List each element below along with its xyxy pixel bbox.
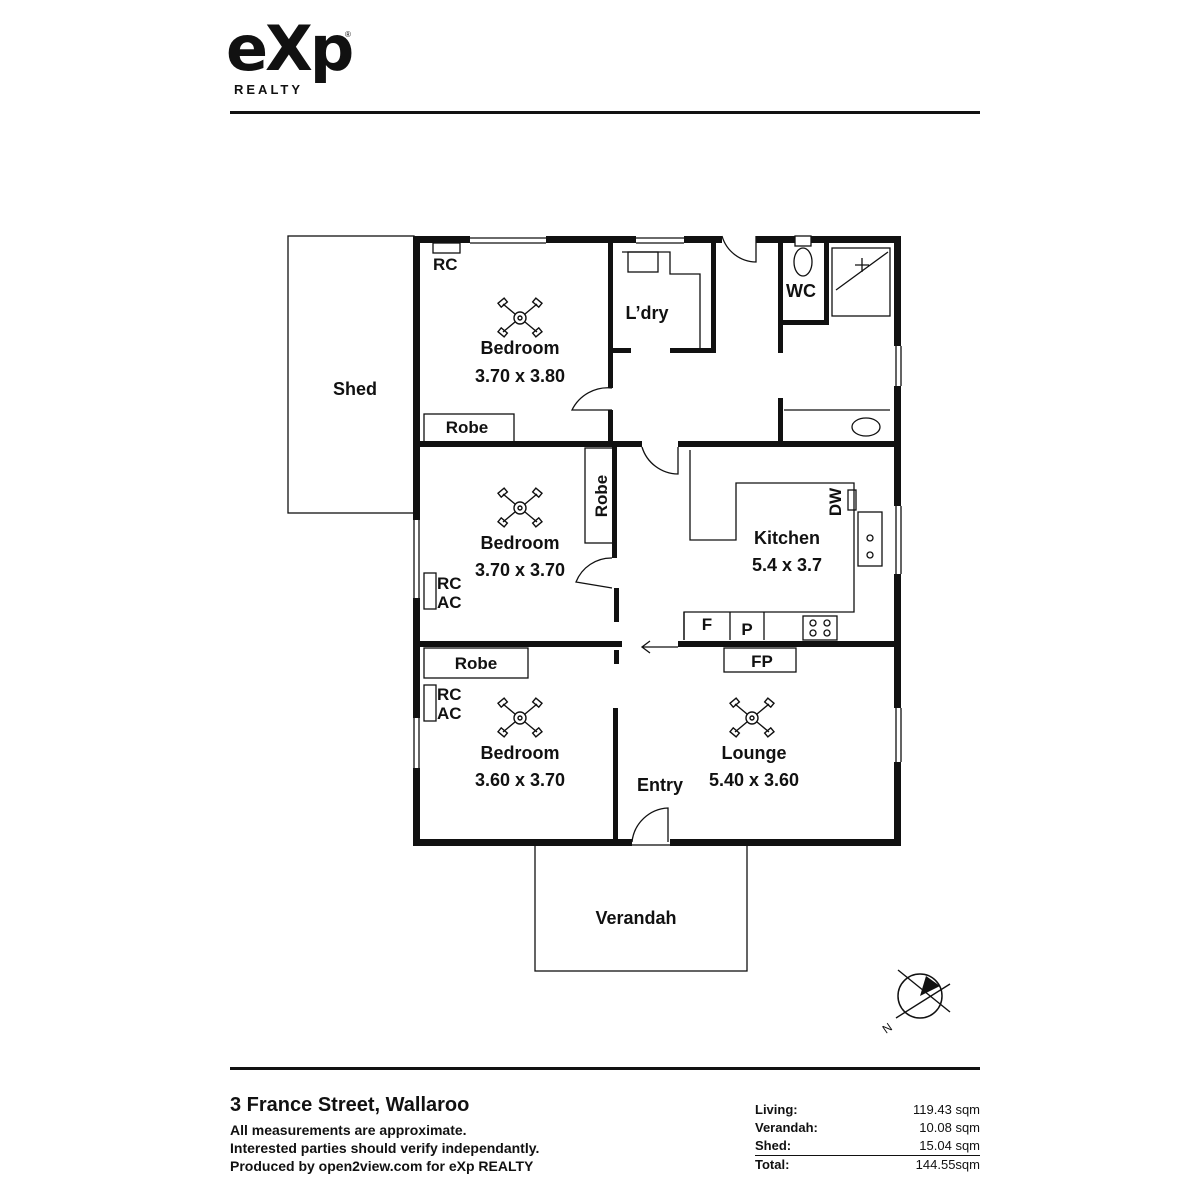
verandah-outline: [534, 844, 748, 972]
kitchen-label: Kitchen: [754, 528, 820, 548]
bedroom3-label: Bedroom: [480, 743, 559, 763]
bedroom1-label: Bedroom: [480, 338, 559, 358]
cooktop: [802, 615, 838, 641]
shed-label: Shed: [333, 379, 377, 399]
logo-wordmark: eXp: [226, 12, 354, 85]
robe-label: Robe: [455, 654, 498, 673]
pantry-label: P: [741, 620, 752, 639]
bedroom1-size: 3.70 x 3.80: [475, 366, 565, 386]
fireplace: [723, 647, 797, 673]
robe-bedroom3: [423, 647, 529, 679]
area-row: Shed: 15.04 sqm: [755, 1137, 980, 1155]
shed-outline: [287, 235, 415, 514]
disclaimer-line: Produced by open2view.com for eXp REALTY: [230, 1158, 534, 1174]
logo-subtitle: REALTY: [234, 82, 304, 97]
area-value: 144.55sqm: [915, 1157, 980, 1172]
kitchen-size: 5.4 x 3.7: [752, 555, 822, 575]
property-address: 3 France Street, Wallaroo: [230, 1094, 470, 1116]
lounge-label: Lounge: [722, 743, 787, 763]
entry-label: Entry: [637, 775, 683, 795]
kitchen-sink: [857, 511, 883, 567]
dishwasher-label: DW: [826, 487, 845, 516]
area-row: Verandah: 10.08 sqm: [755, 1119, 980, 1137]
bedroom2-label: Bedroom: [480, 533, 559, 553]
area-summary-table: Living: 119.43 sqm Verandah: 10.08 sqm S…: [755, 1101, 980, 1174]
north-compass-icon: N: [880, 969, 951, 1036]
rc-label: RC: [437, 685, 462, 704]
bedroom2-size: 3.70 x 3.70: [475, 560, 565, 580]
property-info: 3 France Street, Wallaroo All measuremen…: [230, 1094, 539, 1175]
kitchen-bench: [683, 450, 855, 640]
area-value: 15.04 sqm: [919, 1138, 980, 1153]
ceiling-fan-icon: [497, 697, 543, 738]
area-label: Verandah:: [755, 1120, 818, 1135]
ceiling-fan-icon: [497, 487, 543, 528]
laundry-bench: [622, 251, 701, 350]
laundry-label: L’dry: [625, 303, 668, 323]
ceiling-fan-icon: [497, 297, 543, 338]
compass-north-label: N: [880, 1020, 895, 1036]
registered-mark: ®: [345, 30, 351, 39]
rc-label: RC: [433, 255, 458, 274]
area-row: Living: 119.43 sqm: [755, 1101, 980, 1119]
robe-label: Robe: [446, 418, 489, 437]
shower: [831, 247, 891, 317]
toilet: [793, 247, 813, 277]
ceiling-fan-icon: [729, 697, 775, 738]
bedroom3-size: 3.60 x 3.70: [475, 770, 565, 790]
ac-label: AC: [437, 704, 462, 723]
exp-realty-logo: eXp ® REALTY: [226, 18, 356, 102]
fridge-label: F: [702, 615, 712, 634]
area-label: Total:: [755, 1157, 790, 1172]
disclaimer-line: All measurements are approximate.: [230, 1122, 467, 1138]
floor-plan: N Shed Bedroom 3.70 x 3.80 Bedroom 3.70 …: [287, 235, 951, 1036]
header-rule: [230, 111, 980, 114]
area-label: Living:: [755, 1102, 798, 1117]
area-row-total: Total: 144.55sqm: [755, 1155, 980, 1174]
area-value: 119.43 sqm: [913, 1102, 980, 1117]
footer-rule: [230, 1067, 980, 1070]
fireplace-label: FP: [751, 652, 773, 671]
ceiling-fan-icons: [497, 297, 775, 738]
vanity-basin: [851, 417, 881, 437]
lounge-size: 5.40 x 3.60: [709, 770, 799, 790]
disclaimer-line: Interested parties should verify indepen…: [230, 1140, 540, 1156]
area-value: 10.08 sqm: [919, 1120, 980, 1135]
wc-label: WC: [786, 281, 816, 301]
area-label: Shed:: [755, 1138, 792, 1153]
verandah-label: Verandah: [595, 908, 676, 928]
robe-label: Robe: [592, 475, 611, 518]
ac-label: AC: [437, 593, 462, 612]
rc-label: RC: [437, 574, 462, 593]
